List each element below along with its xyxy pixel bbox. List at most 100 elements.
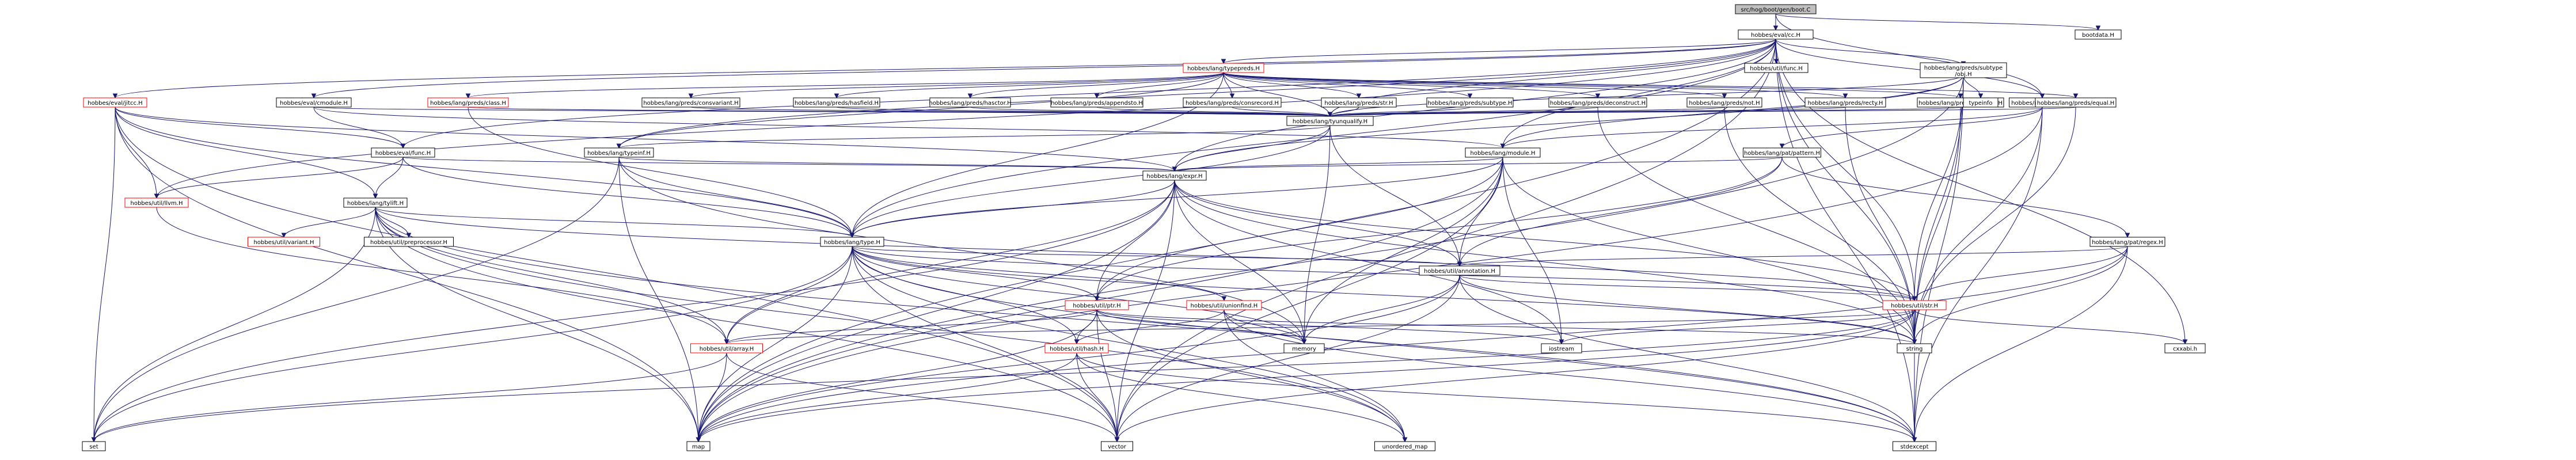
node-cxxabi[interactable]: cxxabi.h xyxy=(2164,343,2206,353)
arrowhead-tyunqualify-to-typeinf xyxy=(616,143,622,149)
node-unordered_map[interactable]: unordered_map xyxy=(1374,441,1435,451)
node-patpattern[interactable]: hobbes/lang/pat/pattern.H xyxy=(1743,147,1821,158)
arrowhead-root-to-bootdata xyxy=(2095,25,2101,31)
arrowhead-type-to-ptr xyxy=(1094,296,1100,302)
node-ptr[interactable]: hobbes/util/ptr.H xyxy=(1065,300,1129,310)
node-box xyxy=(793,97,880,108)
edge-str-to-cxxabi xyxy=(1914,309,2186,344)
edge-subtype-to-module xyxy=(1502,74,1964,149)
node-root[interactable]: src/hog/boot/gen/boot.C xyxy=(1735,4,1817,14)
node-subtype[interactable]: hobbes/lang/preds/subtype/obj.H xyxy=(1920,62,2007,78)
node-evalfunc[interactable]: hobbes/eval/func.H xyxy=(371,147,435,158)
node-deconstruct[interactable]: hobbes/lang/preds/deconstruct.H xyxy=(1548,97,1647,108)
node-box xyxy=(1426,97,1514,108)
edge-evalcc-to-typepreds xyxy=(1223,39,1776,64)
edge-unionfind-to-memory xyxy=(1224,309,1305,344)
node-func[interactable]: hobbes/util/func.H xyxy=(1744,63,1808,73)
edge-ptr-to-string xyxy=(1096,309,1915,344)
node-jitcc[interactable]: hobbes/eval/jitcc.H xyxy=(83,97,147,108)
edge-annotation-to-map xyxy=(698,275,1460,442)
edge-patregex-to-string xyxy=(1914,246,2128,344)
node-unionfind[interactable]: hobbes/util/unionfind.H xyxy=(1186,300,1262,310)
edge-annotation-to-str xyxy=(1459,275,1915,301)
node-box xyxy=(1374,441,1435,451)
node-memory[interactable]: memory xyxy=(1283,343,1325,353)
node-bootdata[interactable]: bootdata.H xyxy=(2075,29,2122,40)
node-set[interactable]: set xyxy=(82,441,106,451)
arrowhead-typepreds-to-pequal xyxy=(2073,93,2079,99)
edge-evalcc-to-stdexcept xyxy=(1775,39,1915,442)
edge-jitcc-to-llvm xyxy=(115,107,157,199)
edge-jitcc-to-type xyxy=(115,107,853,238)
edge-tylift-to-array xyxy=(375,207,727,344)
edge-type-to-memory xyxy=(852,246,1305,344)
node-box xyxy=(2164,343,2206,353)
node-stdexcept[interactable]: stdexcept xyxy=(1893,441,1936,451)
node-cmodule[interactable]: hobbes/eval/cmodule.H xyxy=(276,97,352,108)
node-appendsto[interactable]: hobbes/lang/preds/appendsto.H xyxy=(1050,97,1143,108)
node-typepreds[interactable]: hobbes/lang/typepreds.H xyxy=(1183,63,1264,73)
nodes-layer: src/hog/boot/gen/boot.C hobbes/eval/cc.H b… xyxy=(82,4,2206,451)
node-label: hobbes/lang/preds/consrecord.H xyxy=(1186,100,1279,107)
edge-typepreds-to-psubtype xyxy=(1223,72,1471,98)
node-pnot[interactable]: hobbes/lang/preds/not.H xyxy=(1686,97,1762,108)
node-box xyxy=(1882,300,1947,310)
node-array[interactable]: hobbes/util/array.H xyxy=(690,343,763,353)
node-tyunqualify[interactable]: hobbes/lang/tyunqualify.H xyxy=(1286,116,1374,126)
node-type[interactable]: hobbes/lang/type.H xyxy=(820,237,884,247)
edge-type-to-stdexcept xyxy=(852,246,1915,442)
node-typeinf[interactable]: hobbes/lang/typeinf.H xyxy=(584,147,654,158)
node-pclass[interactable]: hobbes/lang/preds/class.H xyxy=(427,97,509,108)
edge-array-to-vector xyxy=(726,352,1118,442)
node-pconvariant[interactable]: hobbes/lang/preds/consvariant.H xyxy=(641,97,740,108)
node-box xyxy=(1186,300,1262,310)
node-label: hobbes/lang/typeinf.H xyxy=(587,150,651,157)
node-patregex[interactable]: hobbes/lang/pat/regex.H xyxy=(2089,237,2165,247)
node-module[interactable]: hobbes/lang/module.H xyxy=(1465,147,1541,158)
edge-typeinf-to-memory xyxy=(618,157,1305,344)
node-label: hobbes/lang/preds/hasfield.H xyxy=(795,100,879,107)
node-annotation[interactable]: hobbes/util/annotation.H xyxy=(1419,265,1500,276)
node-str[interactable]: hobbes/util/str.H xyxy=(1882,300,1947,310)
node-preprocessor[interactable]: hobbes/util/preprocessor.H xyxy=(364,237,454,247)
node-box xyxy=(1738,29,1814,40)
arrowhead-typepreds-to-pstr xyxy=(1356,93,1362,99)
edge-type-to-unionfind xyxy=(852,246,1225,301)
edge-annotation-to-string xyxy=(1459,275,1915,344)
arrowhead-root-to-evalcc xyxy=(1773,25,1779,31)
node-pequal[interactable]: hobbes/lang/preds/equal.H xyxy=(2035,97,2117,108)
node-evalcc[interactable]: hobbes/eval/cc.H xyxy=(1738,29,1814,40)
node-pstr[interactable]: hobbes/lang/preds/str.H xyxy=(1321,97,1397,108)
node-typeinfo[interactable]: typeinfo xyxy=(1963,97,1999,108)
node-label: hobbes/util/array.H xyxy=(700,346,754,352)
node-llvm[interactable]: hobbes/util/llvm.H xyxy=(124,197,189,208)
edge-typepreds-to-tyunqualify xyxy=(1223,72,1331,117)
node-recty[interactable]: hobbes/lang/preds/recty.H xyxy=(1804,97,1886,108)
edge-patpattern-to-patregex xyxy=(1781,157,2128,238)
node-hash[interactable]: hobbes/util/hash.H xyxy=(1044,343,1109,353)
node-label: hobbes/lang/tyunqualify.H xyxy=(1293,119,1367,125)
node-iostream[interactable]: iostream xyxy=(1541,343,1582,353)
node-hasfield[interactable]: hobbes/lang/preds/hasfield.H xyxy=(793,97,880,108)
edge-typepreds-to-pconvariant xyxy=(690,72,1224,98)
arrowhead-array-to-set xyxy=(91,437,97,443)
node-box xyxy=(1101,441,1133,451)
node-tylift[interactable]: hobbes/lang/tylift.H xyxy=(343,197,408,208)
node-string[interactable]: string xyxy=(1897,343,1932,353)
node-label: hobbes/eval/cmodule.H xyxy=(280,100,348,107)
node-vector[interactable]: vector xyxy=(1101,441,1133,451)
edge-jitcc-to-tylift xyxy=(115,107,376,199)
node-label: string xyxy=(1906,346,1923,352)
edge-type-to-vector xyxy=(852,246,1118,442)
node-map[interactable]: map xyxy=(686,441,711,451)
node-consrecord[interactable]: hobbes/lang/preds/consrecord.H xyxy=(1183,97,1282,108)
edge-array-to-set xyxy=(93,352,727,442)
edge-array-to-map xyxy=(698,352,727,442)
node-psubtype[interactable]: hobbes/lang/preds/subtype.H xyxy=(1426,97,1514,108)
node-hasctor[interactable]: hobbes/lang/preds/hasctor.H xyxy=(929,97,1012,108)
node-box xyxy=(82,441,106,451)
node-expr[interactable]: hobbes/lang/expr.H xyxy=(1142,170,1207,181)
edge-tyunqualify-to-annotation xyxy=(1329,125,1460,267)
edge-evalcc-to-type xyxy=(852,39,1776,238)
node-variant[interactable]: hobbes/util/variant.H xyxy=(248,237,320,247)
